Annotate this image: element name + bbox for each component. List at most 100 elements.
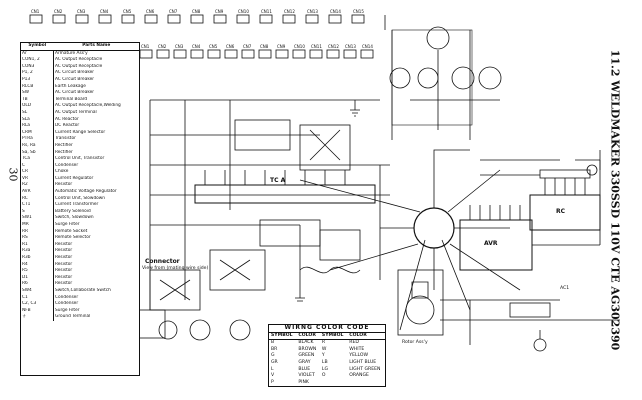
legend-symbol: Ar bbox=[21, 50, 54, 58]
connector-cn1 bbox=[29, 14, 43, 24]
legend-part-name: Rectifier bbox=[55, 142, 73, 148]
connector-cn7 bbox=[241, 49, 255, 59]
rotor-circle bbox=[405, 295, 435, 325]
transformer-box bbox=[299, 124, 351, 171]
wcc-color: WHITE bbox=[349, 346, 365, 352]
legend-part-name: Surge Filter bbox=[55, 222, 80, 228]
connector-cn4 bbox=[190, 49, 204, 59]
legend-part-name: Battery Solenoid bbox=[55, 208, 91, 214]
connector-label: CN14 bbox=[330, 9, 341, 14]
legend-part-name: AC Reactor bbox=[55, 116, 79, 122]
connector-caption: Connector bbox=[145, 258, 180, 265]
connector-cn2 bbox=[156, 49, 170, 59]
connector-label: CN13 bbox=[307, 9, 318, 14]
connector-cn9 bbox=[275, 49, 289, 59]
wcc-color: LIGHT GREEN bbox=[349, 366, 381, 372]
p11-breaker bbox=[417, 67, 439, 89]
legend-symbol: SLa bbox=[21, 116, 54, 124]
legend-symbol: R3b bbox=[21, 255, 54, 262]
legend-symbol: CRM bbox=[21, 129, 54, 137]
legend-part-name: Remote Socket bbox=[55, 228, 88, 234]
wcc-symbol: G bbox=[271, 353, 275, 359]
legend-symbol: SL bbox=[21, 109, 54, 117]
con3-socket bbox=[426, 26, 450, 50]
legend-symbol: SW bbox=[21, 90, 54, 97]
legend-part-name: Armature Ass'y bbox=[55, 50, 88, 56]
wcc-color: BLUE bbox=[298, 366, 311, 372]
wcc-symbol: O bbox=[321, 373, 326, 379]
legend-symbol: D1 bbox=[21, 274, 54, 282]
connector-cn6 bbox=[224, 49, 238, 59]
connector-label: CN7 bbox=[169, 9, 178, 14]
connector-cn13 bbox=[343, 49, 357, 59]
legend-symbol: C1 bbox=[21, 294, 54, 302]
legend-symbol: TCa bbox=[21, 156, 54, 163]
tca-box bbox=[194, 184, 376, 204]
connector-cn12 bbox=[326, 49, 340, 59]
connector-cn3 bbox=[173, 49, 187, 59]
connector-label: CN2 bbox=[54, 9, 63, 14]
connector-cn8 bbox=[258, 49, 272, 59]
battery-terminal bbox=[586, 164, 598, 176]
legend-part-name: AC Output Receptacle bbox=[55, 57, 103, 63]
legend-symbol: RC bbox=[21, 195, 54, 203]
connector-label: CN9 bbox=[277, 44, 286, 49]
connector-label: CN4 bbox=[192, 44, 201, 49]
connector-label: CN8 bbox=[192, 9, 201, 14]
connector-label: CN15 bbox=[353, 9, 364, 14]
sw3-symbol bbox=[189, 319, 211, 341]
legend-part-name: Switch, Slowdown bbox=[55, 215, 94, 221]
armature-circle bbox=[413, 207, 455, 249]
wcc-symbol: GR bbox=[271, 359, 278, 365]
connector-label: CN1 bbox=[31, 9, 40, 14]
connector-cn9 bbox=[213, 14, 227, 24]
legend-part-name: Condenser bbox=[55, 301, 79, 307]
connector-label: CN10 bbox=[294, 44, 305, 49]
switch-box bbox=[509, 302, 551, 318]
wcc-col-symbol-2: SYMBOL bbox=[319, 332, 348, 341]
legend-part-name: Resistor bbox=[55, 248, 73, 254]
connector-cn14 bbox=[328, 14, 342, 24]
wcc-symbol: B bbox=[271, 340, 275, 346]
wcc-color: ORANGE bbox=[349, 373, 369, 379]
legend-symbol: TB bbox=[21, 96, 54, 104]
legend-part-name: Current Regulator bbox=[55, 175, 94, 181]
wcc-col-symbol-1: SYMBOL bbox=[269, 332, 297, 341]
legend-symbol: NFB bbox=[21, 307, 54, 315]
ct-box bbox=[234, 119, 291, 151]
wcc-symbol: P bbox=[271, 379, 274, 385]
legend-part-name: AC Circuit Breaker bbox=[55, 76, 95, 82]
rc-connector bbox=[539, 169, 591, 179]
legend-part-name: Switch,Collaborate Switch bbox=[55, 287, 111, 293]
side-title: 11.2 WELDMAKER 330SSD 110V CTE AG302390 bbox=[608, 49, 622, 351]
legend-part-name: DC Reactor bbox=[55, 123, 80, 129]
wcc-col-color-1: COLOR bbox=[296, 332, 320, 341]
wcc-symbol: V bbox=[271, 373, 275, 379]
legend-symbol: Rs, Ra bbox=[21, 142, 54, 150]
legend-symbol: PTRa bbox=[21, 136, 54, 143]
legend-header-name: Parts Name bbox=[53, 43, 139, 51]
connector-label: CN1 bbox=[141, 44, 150, 49]
connector-label: CN12 bbox=[284, 9, 295, 14]
